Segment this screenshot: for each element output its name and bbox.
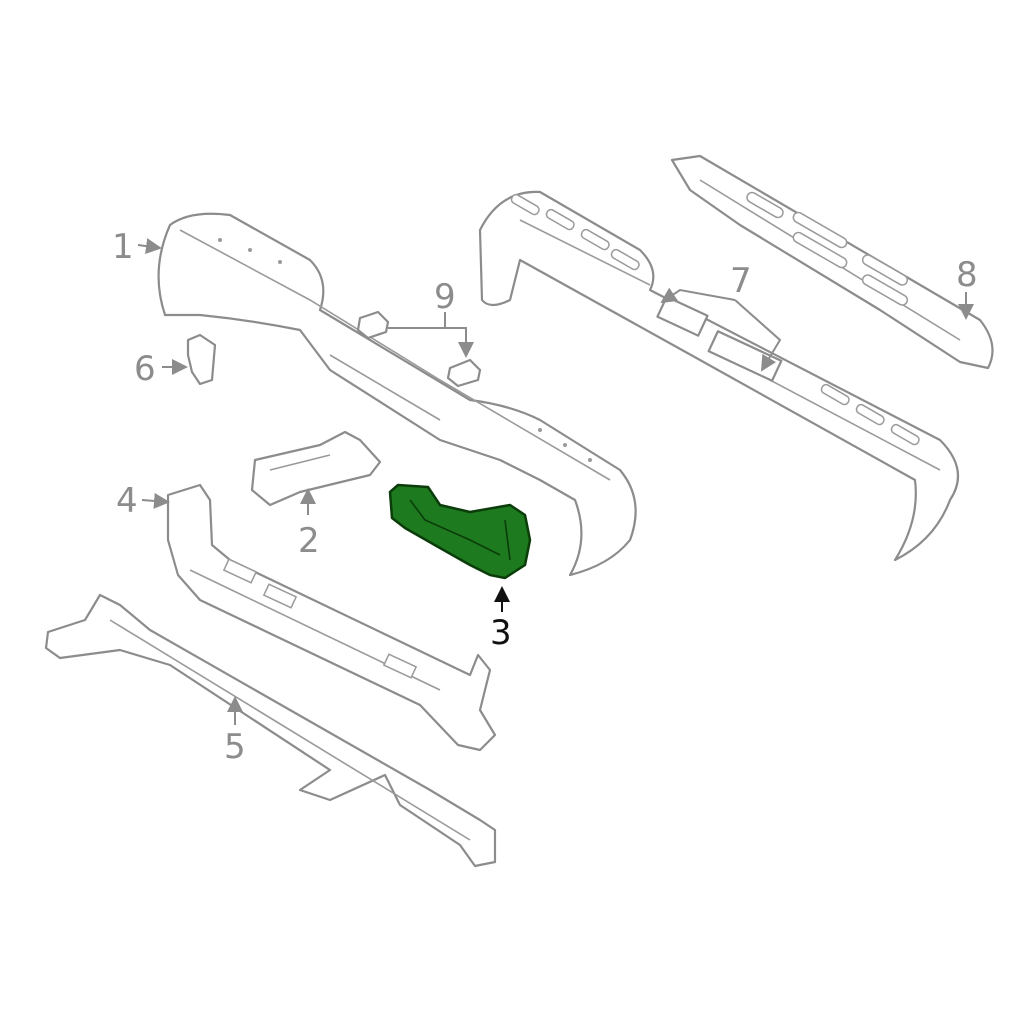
callout-6[interactable]: 6 [134,349,156,389]
leader-lines [137,238,974,725]
callout-8[interactable]: 8 [956,255,978,295]
part-3-bracket-highlighted[interactable] [388,483,532,580]
part-7-step-pad-assembly[interactable] [478,190,960,562]
part-6-bracket[interactable] [186,333,217,386]
part-8-step-pad[interactable] [670,154,994,370]
callout-2[interactable]: 2 [298,521,320,561]
callout-3[interactable]: 3 [490,613,512,653]
callout-1[interactable]: 1 [112,227,134,267]
callout-9[interactable]: 9 [434,277,456,317]
callout-7[interactable]: 7 [730,261,752,301]
callout-5[interactable]: 5 [224,727,246,767]
part-5-crossmember[interactable] [44,593,497,868]
callout-4[interactable]: 4 [116,481,138,521]
part-2-bracket[interactable] [250,430,382,507]
part-9-bump-stops[interactable] [356,310,482,388]
part-4-reinforcement[interactable] [166,483,497,752]
part-1-bumper[interactable] [157,212,637,577]
